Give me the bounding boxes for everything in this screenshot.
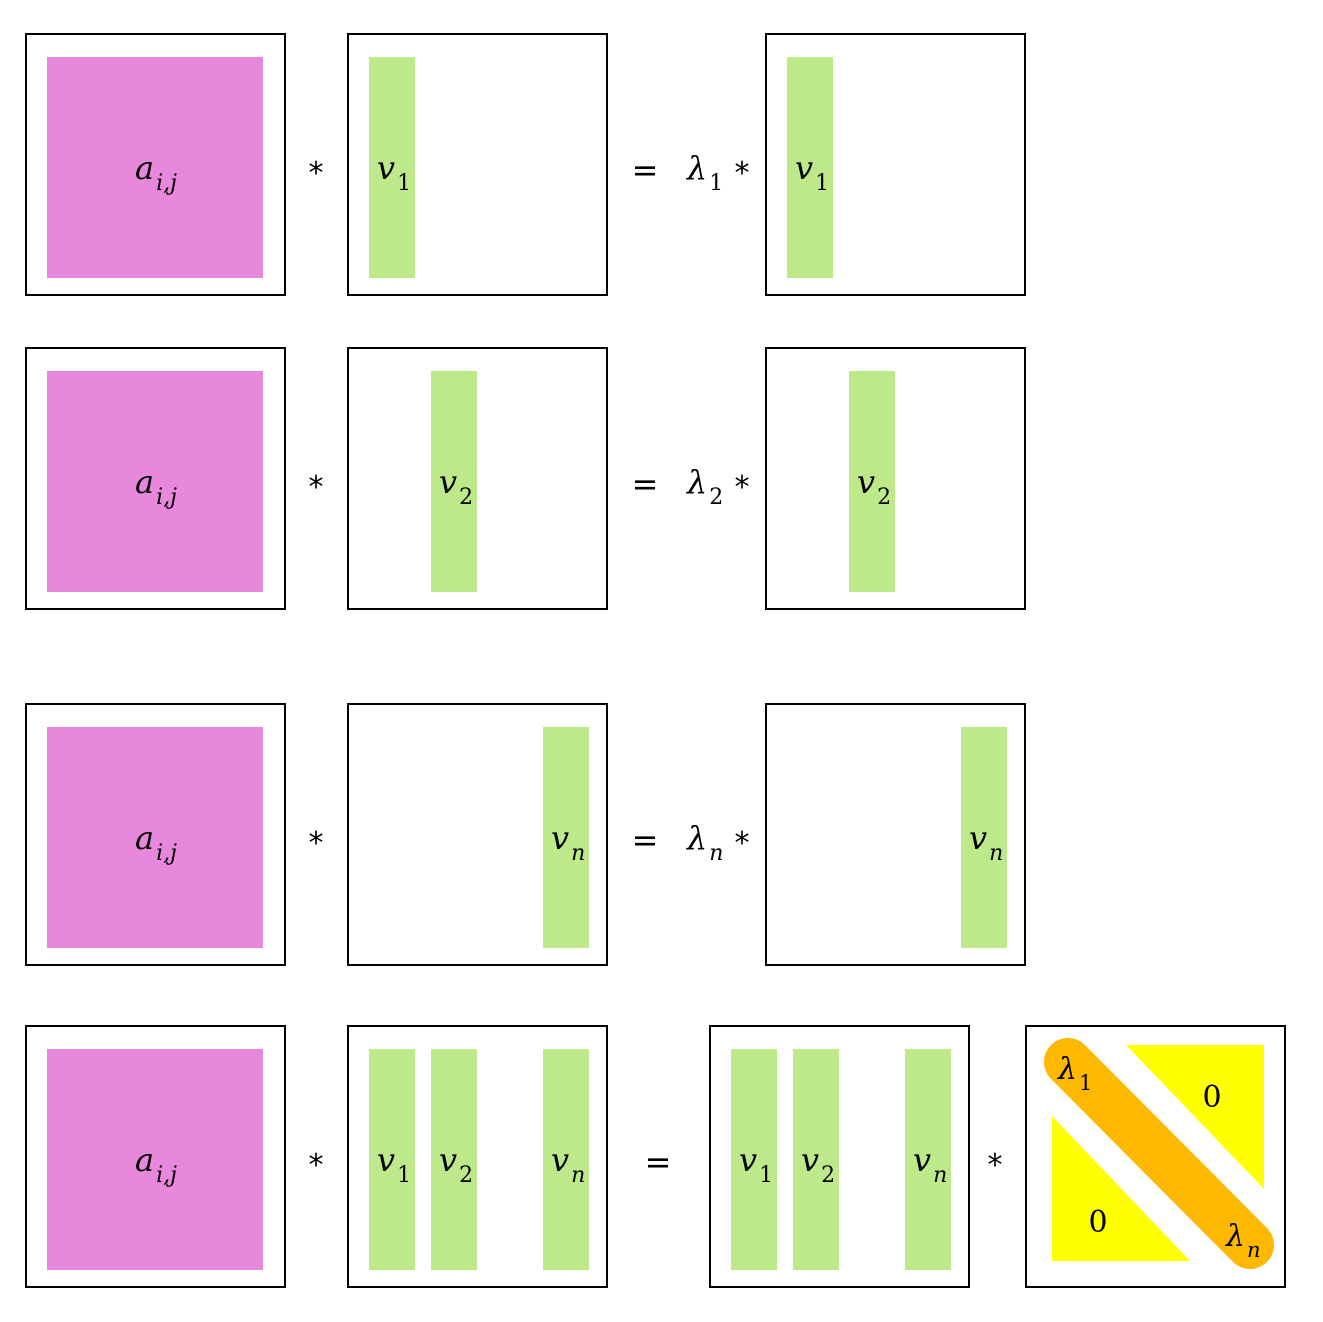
result-vector-matrix: v2	[765, 347, 1026, 610]
eigenvector-label: v1	[377, 149, 411, 196]
equation-row: ai,j * vn = λn * vn	[25, 703, 1026, 966]
vector-frame	[347, 347, 608, 610]
eigenvector-column	[849, 371, 895, 592]
eigenvector-matrix-right: v1 v2 vn	[709, 1025, 970, 1288]
multiply-sign: *	[735, 470, 750, 505]
eigenvector-label: vn	[913, 1141, 947, 1188]
matrix-label: ai,j	[135, 463, 177, 510]
matrix-a: ai,j	[25, 703, 286, 966]
vector-frame	[765, 347, 1026, 610]
multiply-sign: *	[309, 1148, 324, 1183]
multiply-sign: *	[309, 156, 324, 191]
diagonal-band	[1044, 1038, 1274, 1269]
summary-row: ai,j * v1 v2 vn = v1 v2 vn * 0 0 λ1 λn	[25, 1025, 1286, 1288]
eigenvector-matrix: v1	[347, 33, 608, 296]
multiply-sign: *	[988, 1148, 1003, 1183]
eigenvector-column	[731, 1049, 777, 1270]
eigenvector-label: v2	[857, 463, 891, 510]
lower-zero-triangle	[1052, 1116, 1190, 1261]
upper-zero-triangle	[1126, 1045, 1264, 1189]
zero-label-upper: 0	[1202, 1080, 1221, 1115]
equals-sign: =	[632, 465, 659, 503]
eigenvector-column	[431, 1049, 477, 1270]
eigenvector-label: v1	[739, 1141, 773, 1188]
multiply-sign: *	[735, 156, 750, 191]
eigenvalue-label: λ1	[685, 149, 723, 196]
equals-sign: =	[632, 821, 659, 859]
matrix-label: ai,j	[135, 1141, 177, 1188]
matrix-fill	[47, 57, 263, 278]
eigenvector-matrix: v2	[347, 347, 608, 610]
eigenvector-label: vn	[551, 1141, 585, 1188]
multiply-sign: *	[309, 470, 324, 505]
zero-label-lower: 0	[1088, 1205, 1107, 1240]
matrix-fill	[47, 1049, 263, 1270]
eigenvector-column	[369, 57, 415, 278]
diagonal-last-eigenvalue: λn	[1225, 1219, 1261, 1262]
eigenvector-column	[793, 1049, 839, 1270]
eigenvector-column	[543, 727, 589, 948]
eigenvector-label: v2	[439, 463, 473, 510]
eigenvector-column	[961, 727, 1007, 948]
eigenvector-column	[787, 57, 833, 278]
eigenvector-label: v1	[377, 1141, 411, 1188]
eigenvector-label: vn	[551, 819, 585, 866]
matrix-fill	[47, 727, 263, 948]
eigenvector-column	[431, 371, 477, 592]
eigenvector-label: v2	[439, 1141, 473, 1188]
eigenvector-matrix: vn	[347, 703, 608, 966]
eigenvalue-diagonal-matrix: 0 0 λ1 λn	[1025, 1025, 1286, 1288]
eigenvector-label: v1	[795, 149, 829, 196]
result-vector-matrix: v1	[765, 33, 1026, 296]
equation-row: ai,j * v1 = λ1 * v1	[25, 33, 1026, 296]
eigenvector-column	[369, 1049, 415, 1270]
eigenvector-label: vn	[969, 819, 1003, 866]
equals-sign: =	[632, 151, 659, 189]
equation-row: ai,j * v2 = λ2 * v2	[25, 347, 1026, 610]
eigenvector-column	[905, 1049, 951, 1270]
matrix-a: ai,j	[25, 347, 286, 610]
eigenvector-label: v2	[801, 1141, 835, 1188]
result-vector-matrix: vn	[765, 703, 1026, 966]
eigenvector-matrix: v1 v2 vn	[347, 1025, 608, 1288]
matrix-fill	[47, 371, 263, 592]
matrix-label: ai,j	[135, 819, 177, 866]
eigenvalue-label: λ2	[685, 463, 723, 510]
matrix-a: ai,j	[25, 33, 286, 296]
diagonal-first-eigenvalue: λ1	[1057, 1052, 1092, 1095]
multiply-sign: *	[735, 826, 750, 861]
matrix-a: ai,j	[25, 1025, 286, 1288]
multiply-sign: *	[309, 826, 324, 861]
matrix-label: ai,j	[135, 149, 177, 196]
eigenvalue-label: λn	[685, 819, 723, 866]
equals-sign: =	[645, 1143, 672, 1181]
eigenvector-column	[543, 1049, 589, 1270]
